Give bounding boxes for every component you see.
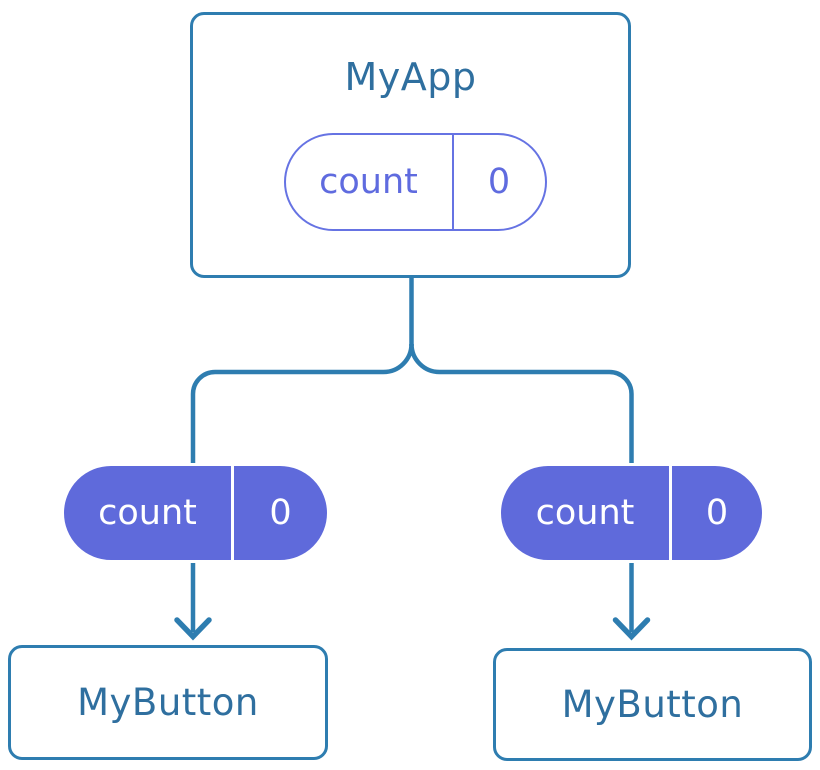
myapp-node: MyApp count 0 [190,12,631,278]
mybutton-node-left: MyButton [8,645,328,760]
prop-pill-left: count 0 [61,463,330,563]
prop-pill-right: count 0 [498,463,765,563]
state-pill: count 0 [283,133,547,231]
component-title: MyApp [344,55,477,99]
component-title: MyButton [561,683,744,726]
prop-value: 0 [269,493,292,533]
prop-value: 0 [705,493,729,533]
prop-name: count [64,466,234,560]
arrow-down-icon [612,617,651,641]
mybutton-node-right: MyButton [493,648,812,761]
arrow-down-icon [174,617,212,641]
state-value: 0 [487,162,511,202]
state-name: count [286,135,454,229]
connector-right-branch [409,343,634,465]
component-title: MyButton [77,681,259,724]
prop-name: count [501,466,672,560]
connector-left-branch [190,343,414,465]
